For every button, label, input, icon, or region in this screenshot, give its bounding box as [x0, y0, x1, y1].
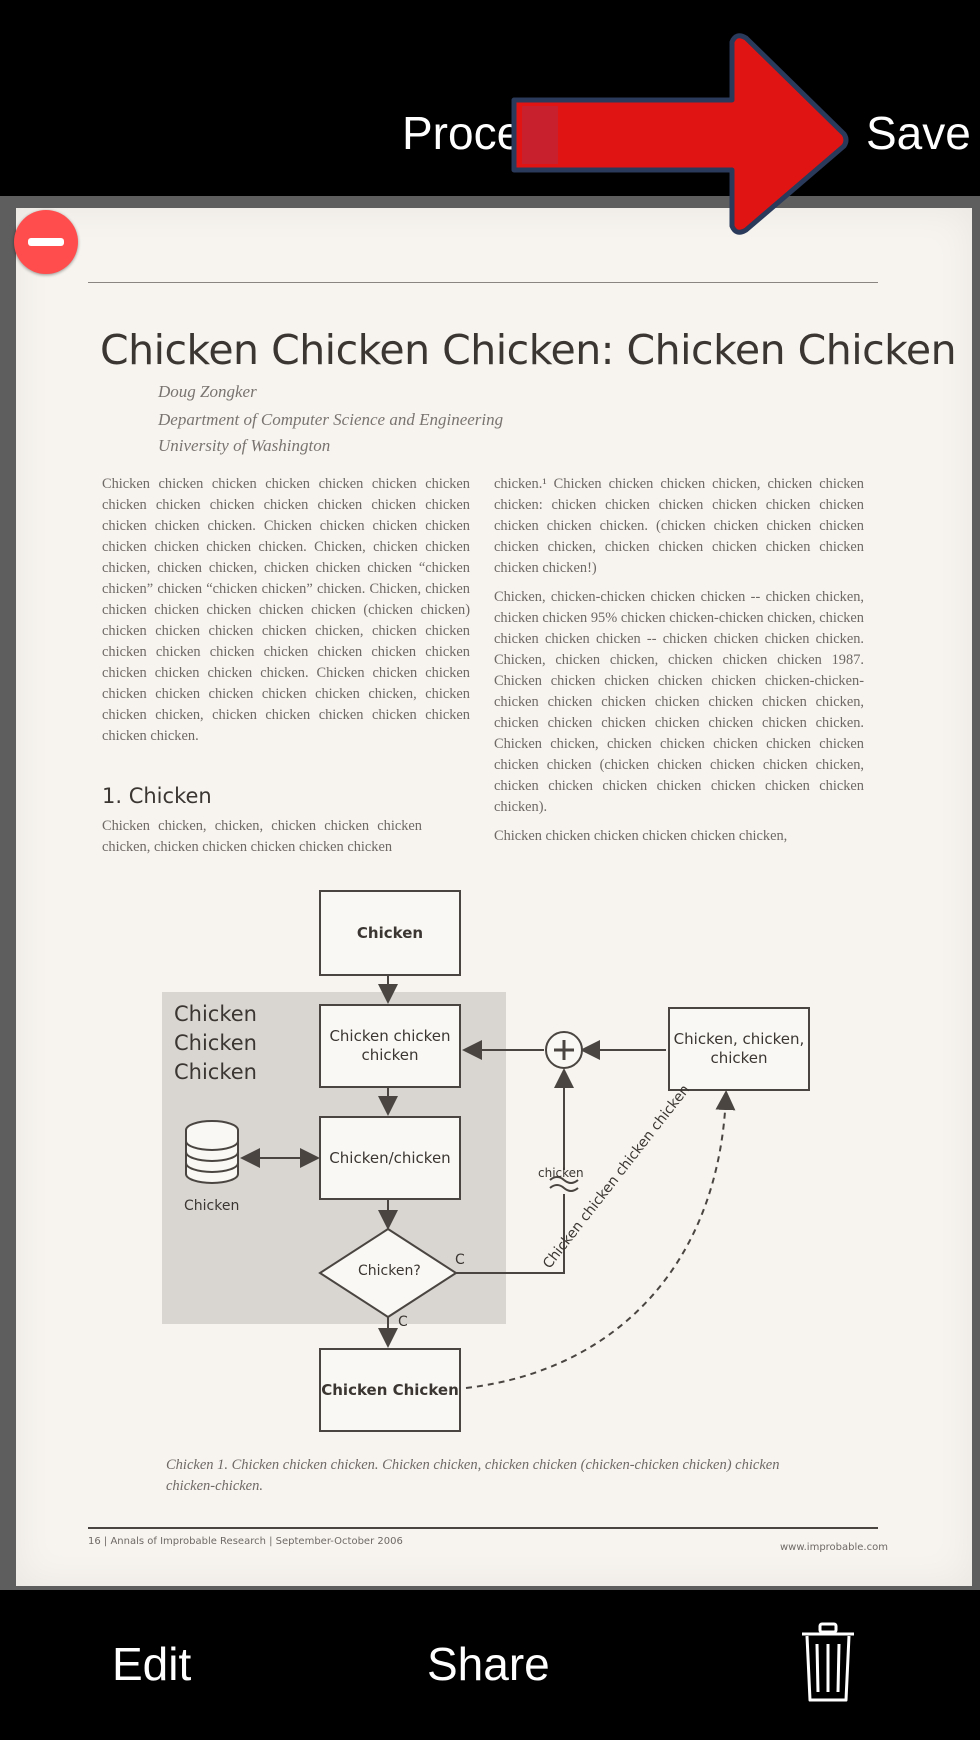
edit-button[interactable]: Edit	[112, 1638, 192, 1690]
right-column: chicken.¹ Chicken chicken chicken chicke…	[494, 474, 864, 855]
section-paragraph: Chicken chicken, chicken, chicken chicke…	[102, 818, 422, 855]
decision-diamond	[318, 1227, 458, 1319]
shaded-region-label: Chicken Chicken Chicken	[174, 1002, 257, 1084]
footer-url: www.improbable.com	[780, 1542, 888, 1553]
author-name: Doug Zongker	[158, 382, 257, 401]
left-paragraph: Chicken chicken chicken chicken chicken …	[102, 476, 470, 744]
branch-label-right: C	[455, 1252, 465, 1268]
process-button[interactable]: Proce	[402, 107, 523, 159]
flow-box-storage: Chicken/chicken	[319, 1116, 461, 1200]
flow-box-middle: Chicken chicken chicken	[319, 1004, 461, 1088]
save-button[interactable]: Save	[866, 107, 971, 159]
right-paragraph-1: chicken.¹ Chicken chicken chicken chicke…	[494, 476, 864, 576]
flow-box-bottom: Chicken Chicken	[319, 1348, 461, 1432]
right-paragraph-2: Chicken, chicken-chicken chicken chicken…	[494, 589, 864, 815]
author-department: Department of Computer Science and Engin…	[158, 410, 504, 429]
share-button[interactable]: Share	[427, 1638, 550, 1690]
figure-caption: Chicken 1. Chicken chicken chicken. Chic…	[166, 1457, 780, 1494]
right-paragraph-3: Chicken chicken chicken chicken chicken …	[494, 828, 788, 844]
paper-title: Chicken Chicken Chicken: Chicken Chicken	[100, 326, 957, 374]
branch-label-down: C	[398, 1314, 408, 1330]
diamond-label: Chicken?	[358, 1263, 421, 1279]
header-rule	[88, 282, 878, 283]
database-icon	[185, 1120, 239, 1184]
minus-circle-icon[interactable]	[14, 210, 78, 274]
left-column: Chicken chicken chicken chicken chicken …	[102, 474, 470, 755]
footer-journal: 16 | Annals of Improbable Research | Sep…	[88, 1536, 403, 1547]
flow-box-top: Chicken	[319, 890, 461, 976]
trash-icon[interactable]	[800, 1622, 856, 1704]
red-arrow-right-icon	[511, 33, 849, 235]
footer-rule	[88, 1527, 878, 1529]
author-university: University of Washington	[158, 436, 331, 455]
flow-box-right: Chicken, chicken, chicken	[668, 1007, 810, 1091]
wave-label: chicken	[538, 1166, 584, 1180]
scanned-page	[16, 208, 972, 1586]
section-heading: 1. Chicken	[102, 784, 212, 808]
database-label: Chicken	[184, 1198, 240, 1214]
